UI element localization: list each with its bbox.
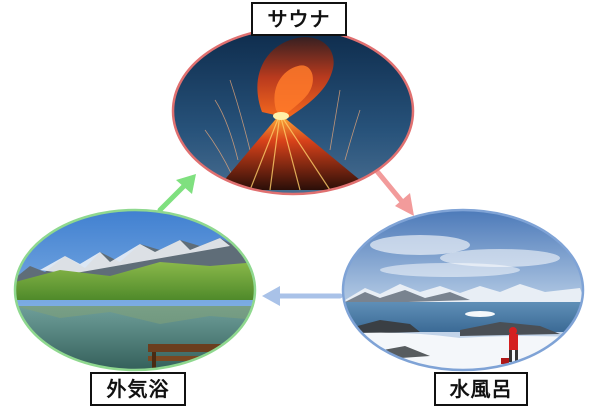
- label-sauna: サウナ: [251, 2, 347, 36]
- label-mizuburo: 水風呂: [434, 372, 528, 406]
- arrow-gaikiyoku-to-sauna: [157, 174, 196, 213]
- arrow-sauna-to-mizuburo: [373, 167, 414, 216]
- arrow-mizuburo-to-gaikiyoku: [262, 286, 343, 306]
- gaikiyoku-image-alpine-lake: [13, 208, 257, 372]
- mizuburo-image-snow-landscape: [341, 208, 585, 372]
- label-gaikiyoku: 外気浴: [90, 372, 186, 406]
- sauna-image-volcano: [171, 26, 415, 196]
